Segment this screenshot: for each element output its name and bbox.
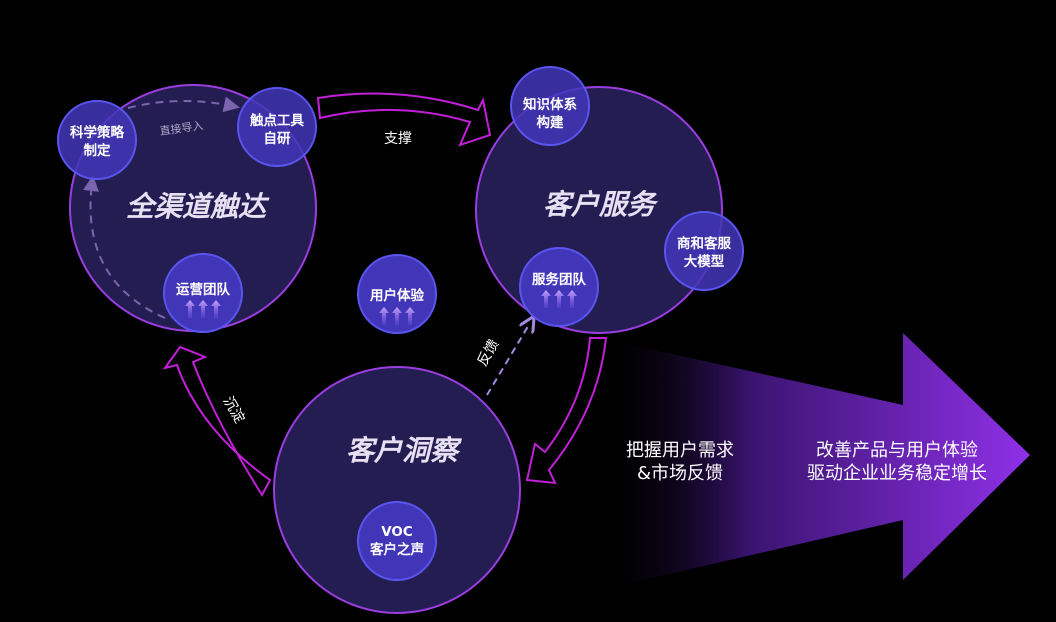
svg-text:商和客服: 商和客服: [677, 235, 731, 252]
reach-title: 全渠道触达: [126, 190, 270, 223]
settle-label: 沉淀: [220, 394, 248, 426]
svg-text:构建: 构建: [537, 114, 565, 131]
up-arrows-icon: [541, 290, 577, 308]
svg-text:自研: 自研: [264, 130, 291, 147]
svg-text:客户之声: 客户之声: [369, 541, 424, 558]
support-arrow: [316, 92, 492, 147]
svg-text:大模型: 大模型: [684, 253, 725, 270]
svg-text:服务团队: 服务团队: [532, 271, 586, 288]
model-node[interactable]: 商和客服 大模型: [664, 211, 744, 291]
svg-text:VOC: VOC: [381, 524, 413, 540]
svg-text:制定: 制定: [84, 142, 111, 159]
svg-text:改善产品与用户体验: 改善产品与用户体验: [816, 440, 978, 461]
up-arrows-icon: [379, 307, 415, 325]
strategy-node[interactable]: 科学策略 制定: [57, 100, 137, 180]
svg-text:&市场反馈: &市场反馈: [637, 463, 723, 484]
up-arrows-icon: [185, 300, 221, 318]
service-to-insight-arrow: [525, 337, 608, 485]
feedback-arrow: [486, 323, 530, 396]
user-experience-node[interactable]: 用户体验: [357, 254, 437, 334]
svg-text:用户体验: 用户体验: [370, 287, 424, 304]
growth-arrow-right-text: 改善产品与用户体验 驱动企业业务稳定增长: [807, 440, 987, 484]
service-team-node[interactable]: 服务团队: [519, 247, 599, 327]
feedback-label: 反馈: [475, 337, 503, 369]
svg-text:触点工具: 触点工具: [250, 112, 304, 129]
service-title: 客户服务: [543, 188, 659, 221]
touchpoint-node[interactable]: 触点工具 自研: [237, 87, 317, 167]
support-label: 支撑: [384, 131, 412, 147]
insight-title: 客户洞察: [346, 434, 462, 467]
svg-text:科学策略: 科学策略: [70, 124, 124, 141]
svg-text:把握用户需求: 把握用户需求: [626, 440, 734, 461]
settle-arrow: [162, 345, 272, 497]
loop-arrow: [83, 175, 166, 319]
growth-arrow: [600, 333, 1030, 590]
svg-text:驱动企业业务稳定增长: 驱动企业业务稳定增长: [807, 463, 987, 484]
insight-circle: [273, 366, 521, 614]
svg-text:运营团队: 运营团队: [176, 281, 230, 298]
svg-text:知识体系: 知识体系: [523, 96, 577, 113]
voc-node[interactable]: VOC 客户之声: [357, 501, 437, 581]
direct-import-label: 直接导入: [159, 118, 205, 138]
knowledge-node[interactable]: 知识体系 构建: [510, 66, 590, 146]
growth-arrow-left-text: 把握用户需求 &市场反馈: [626, 440, 734, 484]
ops-team-node[interactable]: 运营团队: [163, 253, 243, 333]
